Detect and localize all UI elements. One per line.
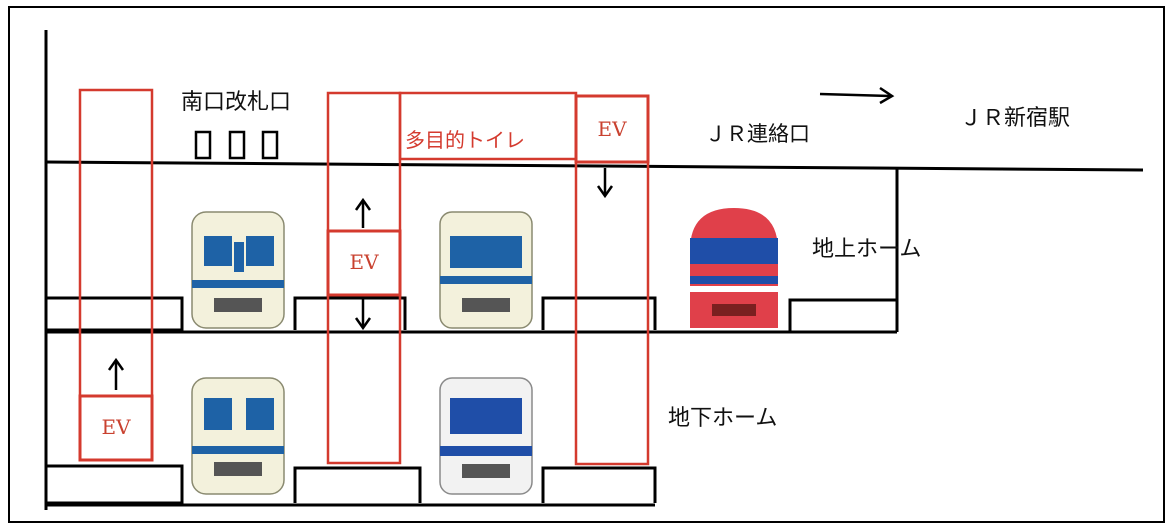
down-arrow-icon (596, 168, 614, 199)
train-underground-1-icon (191, 377, 285, 495)
down-arrow-icon (354, 298, 372, 331)
ev-label-mid: EV (349, 250, 379, 274)
train-underground-2-icon (439, 377, 533, 495)
right-arrow-icon (819, 86, 895, 105)
ev-label-left: EV (101, 415, 131, 439)
elevator-shaft-right (574, 160, 650, 466)
train-express-icon (690, 208, 778, 328)
underground-platform-label: 地下ホーム (668, 406, 778, 431)
south-gate-label: 南口改札口 (181, 90, 292, 115)
jr-station-label: ＪＲ新宿駅 (960, 106, 1071, 131)
ground-platform-far (788, 298, 897, 332)
ev-car-mid (326, 229, 402, 297)
underground-platform-left (46, 464, 184, 505)
elevator-shaft-mid (326, 91, 402, 465)
ground-platform-mid (293, 296, 407, 330)
arrows (107, 86, 895, 390)
ground-platform-right (541, 296, 657, 330)
jr-connection-label: ＪＲ連絡口 (705, 122, 810, 146)
up-arrow-icon (107, 357, 125, 390)
ticket-gates-icon (194, 130, 279, 160)
elevator-shafts (78, 88, 650, 466)
structure-lines (44, 30, 1144, 510)
ground-platform-left (46, 296, 184, 332)
concourse-line (45, 160, 1144, 172)
train-ground-2-icon (439, 211, 533, 329)
up-arrow-icon (354, 197, 372, 228)
underground-platform-mid (293, 466, 422, 503)
underground-platform-right (541, 466, 657, 503)
ev-car-left (78, 394, 154, 462)
diagram-frame (8, 6, 1165, 523)
ev-label-top: EV (597, 117, 627, 141)
toilet-label: 多目的トイレ (405, 128, 525, 152)
elevator-shaft-left (78, 88, 154, 462)
ground-platform-label: 地上ホーム (812, 237, 922, 262)
train-ground-1-icon (191, 211, 285, 329)
